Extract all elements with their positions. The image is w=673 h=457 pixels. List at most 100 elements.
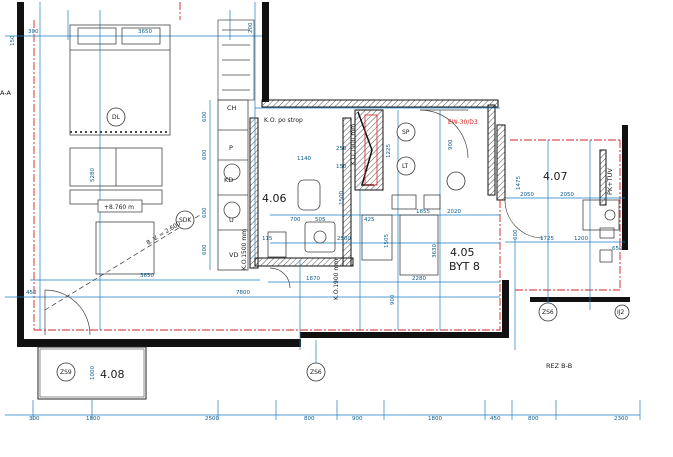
- dim-misc-5: 1505: [384, 234, 390, 248]
- dim-bottom-1: 1800: [86, 416, 100, 422]
- dim-left-3: 600: [202, 207, 208, 218]
- tag-zs6b: ZS6: [542, 309, 554, 316]
- tag-ij2: IJ2: [617, 309, 625, 316]
- wall-bathroom-bottom: [254, 257, 354, 267]
- note-ko-strop: K.O. po strop: [264, 117, 303, 124]
- balcony-408: [37, 346, 147, 400]
- wall-shaft: [354, 109, 384, 191]
- wall-right-upper: [487, 104, 496, 196]
- dim-top-1: 300: [28, 29, 39, 35]
- bathroom-fixtures: [267, 179, 336, 258]
- tag-sp: SP: [402, 129, 410, 136]
- dim-misc-8: 3630: [432, 244, 438, 258]
- dim-left-1: 600: [202, 111, 208, 122]
- dim-misc-0: 700: [290, 217, 301, 223]
- tag-circles: [56, 107, 630, 382]
- note-ko1900b: K.O.1900 mm: [333, 259, 340, 300]
- dim-bottom-8: 2300: [614, 416, 628, 422]
- dim-mid-4: 2280: [412, 276, 426, 282]
- blue-dimension-lines: [5, 2, 641, 420]
- dim-mid-3: 1870: [306, 276, 320, 282]
- wall-left: [17, 2, 24, 347]
- wall-right-lower: [502, 280, 509, 338]
- sofa: [69, 147, 163, 205]
- dim-top-3: 200: [248, 22, 254, 33]
- wall-bottom-right: [388, 332, 508, 338]
- outer-walls: [17, 2, 630, 347]
- dim-mid-8: 2050: [560, 192, 574, 198]
- shaft-marker: [357, 111, 378, 186]
- room-label-407: 4.07: [543, 170, 568, 183]
- wall-top-right: [261, 99, 499, 108]
- dim-left-2: 600: [202, 149, 208, 160]
- dim-mid-2: 7800: [236, 290, 250, 296]
- note-ko1500: K.O.1500 mm: [241, 229, 248, 270]
- note-ew: EW-30/D3: [448, 119, 478, 126]
- dim-mid-10: 1200: [574, 236, 588, 242]
- dim-misc-11: 1475: [516, 176, 522, 190]
- appliance-p: P: [229, 144, 233, 152]
- dim-misc-16: 650: [612, 246, 623, 252]
- dim-misc-4: 425: [364, 217, 375, 223]
- dining-set: [361, 194, 441, 276]
- dim-bottom-7: 800: [528, 416, 539, 422]
- door-arcs: [44, 109, 544, 336]
- dim-misc-10: 1225: [386, 144, 392, 158]
- dim-misc-12: 900: [390, 294, 396, 305]
- dim-misc-7: 2500: [337, 236, 351, 242]
- dim-mid-0: 450: [26, 290, 37, 296]
- dim-misc-15: 600: [513, 229, 519, 240]
- wall-bathroom-left: [249, 117, 259, 269]
- tag-dl: DL: [112, 114, 121, 121]
- wall-bottom-left: [17, 339, 301, 347]
- dim-bottom-0: 300: [29, 416, 40, 422]
- dim-left-4: 600: [202, 244, 208, 255]
- elevation-box: [97, 199, 143, 213]
- red-axis-lines: [33, 2, 621, 331]
- right-equipment: [582, 199, 620, 263]
- dim-mid-5: 1855: [416, 209, 430, 215]
- room-label-405: 4.05: [450, 246, 475, 259]
- dim-mid-1: 3650: [140, 273, 154, 279]
- bed: [69, 24, 171, 136]
- dim-mid-7: 2050: [520, 192, 534, 198]
- dim-mid-9: 1725: [540, 236, 554, 242]
- tag-zs6a: ZS6: [310, 369, 322, 376]
- dim-misc-1: 505: [315, 217, 326, 223]
- wall-room407-left: [496, 124, 506, 201]
- wall-far-right-bottom: [530, 297, 630, 302]
- dim-misc-3: 150: [336, 164, 347, 170]
- room-label-406: 4.06: [262, 192, 287, 205]
- kitchen-counter: [217, 99, 249, 271]
- dim-misc-13: 1140: [297, 156, 311, 162]
- appliance-u: U: [229, 216, 234, 224]
- tag-sdk: SDK: [179, 217, 192, 224]
- dim-bottom-2: 2500: [205, 416, 219, 422]
- tag-lt: LT: [402, 163, 409, 170]
- wall-small-stub: [599, 149, 607, 206]
- room-label-byt8: BYT 8: [449, 260, 480, 273]
- wall-far-right: [622, 125, 628, 250]
- dim-misc-14: 115: [262, 236, 273, 242]
- dim-bottom-4: 900: [352, 416, 363, 422]
- tag-zs9: ZS9: [60, 369, 72, 376]
- appliance-pk: PK+TUV: [606, 168, 614, 195]
- appliance-kd: KD: [224, 176, 233, 184]
- dim-top-0: 150: [10, 35, 16, 46]
- dim-bottom-5: 1800: [428, 416, 442, 422]
- dim-misc-6: 1500: [339, 191, 345, 205]
- wall-bottom-mid: [300, 332, 390, 338]
- wall-top-segment: [262, 2, 269, 102]
- note-diag: 8. V. = 2.600: [145, 220, 182, 247]
- diagonal-line: [44, 214, 201, 311]
- appliance-vd: VD: [229, 251, 238, 259]
- table: [95, 221, 155, 275]
- dim-mid-6: 2020: [447, 209, 461, 215]
- dim-top-2: 3650: [138, 29, 152, 35]
- dim-misc-9: 900: [448, 139, 454, 150]
- wall-bathroom-right: [342, 117, 352, 267]
- note-rez: REZ B-B: [546, 362, 572, 370]
- note-elevation: +8.760 m: [104, 204, 134, 211]
